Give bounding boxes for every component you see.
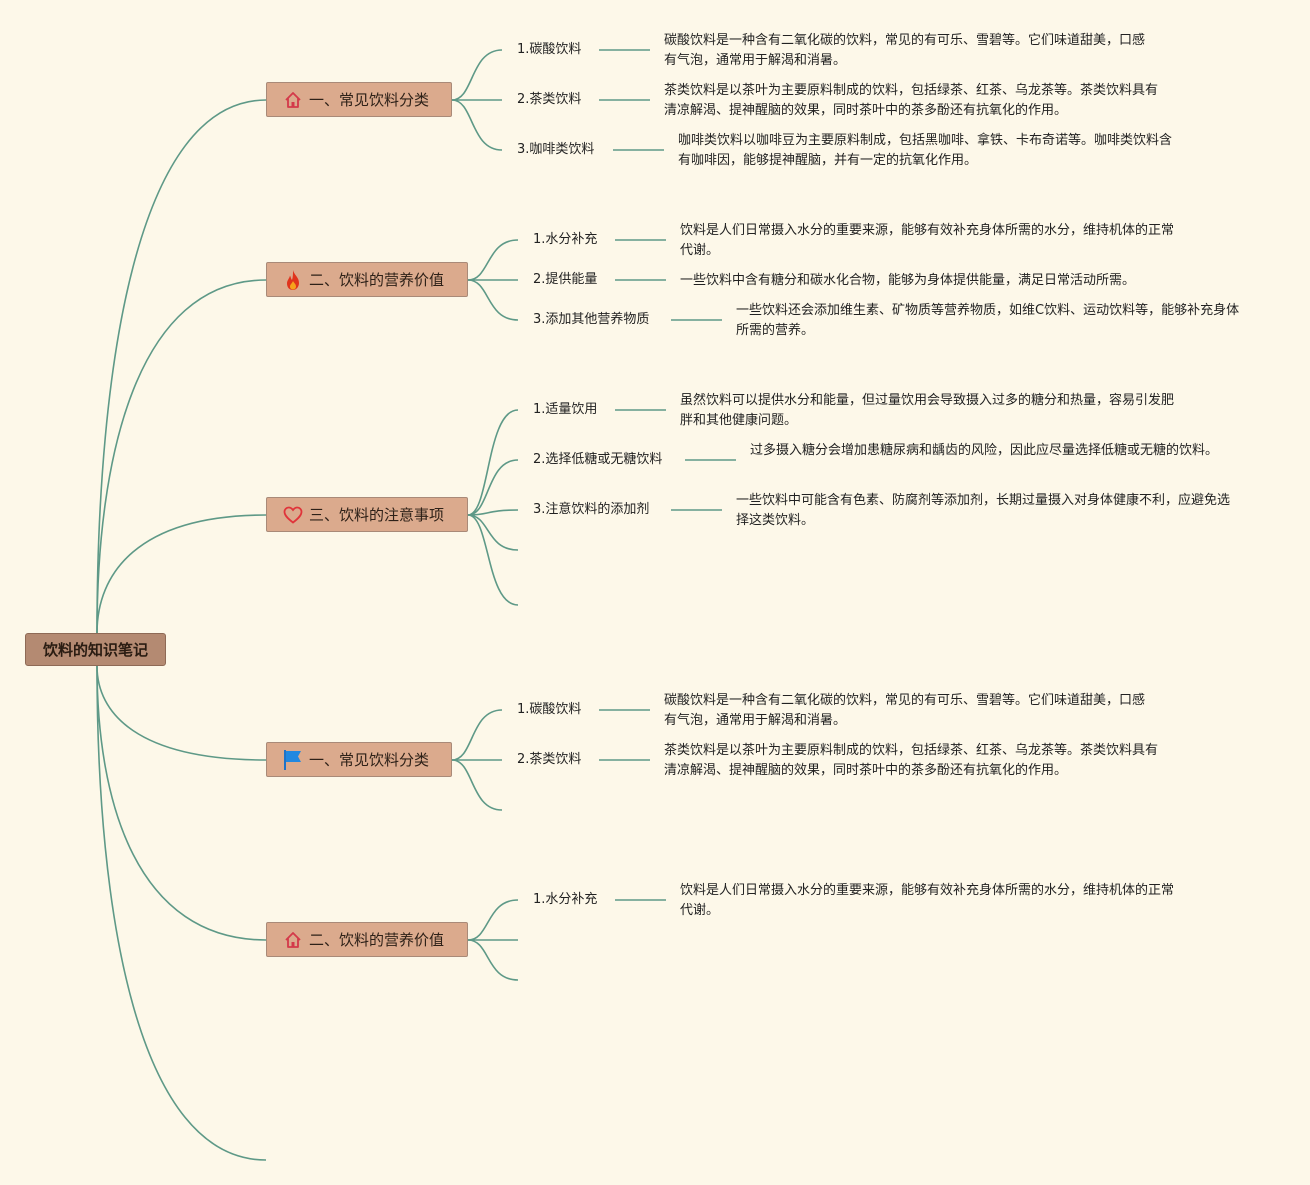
note-1-3: 咖啡类饮料以咖啡豆为主要原料制成，包括黑咖啡、拿铁、卡布奇诺等。咖啡类饮料含有咖… — [678, 133, 1173, 168]
flag-icon — [283, 749, 305, 771]
branch-topic-2[interactable]: 二、饮料的营养价值 — [266, 262, 468, 297]
fire-icon — [283, 269, 305, 291]
root-connector-6 — [96, 665, 267, 1161]
subtopic-4-2[interactable]: 2.茶类饮料 — [517, 752, 582, 767]
heart-icon — [283, 504, 305, 526]
subtopic-5-1[interactable]: 1.水分补充 — [533, 892, 598, 907]
root-connector-4 — [96, 665, 267, 761]
note-3-1: 虽然饮料可以提供水分和能量，但过量饮用会导致摄入过多的糖分和热量，容易引发肥胖和… — [680, 393, 1175, 428]
branch-topic-label: 一、常见饮料分类 — [309, 91, 430, 109]
branch-topic-label: 一、常见饮料分类 — [309, 751, 430, 769]
branch-connector-4-1 — [451, 709, 503, 761]
note-2-3: 一些饮料还会添加维生素、矿物质等营养物质，如维C饮料、运动饮料等，能够补充身体所… — [736, 303, 1240, 338]
subtopic-1-3[interactable]: 3.咖啡类饮料 — [517, 142, 595, 157]
note-4-1: 碳酸饮料是一种含有二氧化碳的饮料，常见的有可乐、雪碧等。它们味道甜美，口感有气泡… — [664, 693, 1146, 728]
subtopic-2-3[interactable]: 3.添加其他营养物质 — [533, 312, 650, 327]
subtopic-2-2[interactable]: 2.提供能量 — [533, 272, 598, 287]
root-connector-2 — [96, 279, 267, 634]
branch-connector-5-1 — [467, 899, 519, 941]
branch-connector-1-3 — [451, 99, 503, 151]
root-connector-3 — [96, 514, 267, 634]
branch-connector-2-1 — [467, 239, 519, 281]
branch-topic-label: 二、饮料的营养价值 — [309, 271, 445, 289]
branch-connector-2-3 — [467, 279, 519, 321]
subtopic-1-2[interactable]: 2.茶类饮料 — [517, 92, 582, 107]
branch-connector-5-3 — [467, 939, 519, 981]
branch-topic-4[interactable]: 一、常见饮料分类 — [266, 742, 452, 777]
branch-topic-5[interactable]: 二、饮料的营养价值 — [266, 922, 468, 957]
branch-topic-3[interactable]: 三、饮料的注意事项 — [266, 497, 468, 532]
branch-connector-3-1 — [467, 409, 519, 516]
subtopic-2-1[interactable]: 1.水分补充 — [533, 232, 598, 247]
note-5-1: 饮料是人们日常摄入水分的重要来源，能够有效补充身体所需的水分，维持机体的正常代谢… — [680, 883, 1175, 918]
note-2-2: 一些饮料中含有糖分和碳水化合物，能够为身体提供能量，满足日常活动所需。 — [680, 273, 1136, 288]
branch-topic-label: 三、饮料的注意事项 — [309, 506, 445, 524]
note-1-1: 碳酸饮料是一种含有二氧化碳的饮料，常见的有可乐、雪碧等。它们味道甜美，口感有气泡… — [664, 33, 1146, 68]
subtopic-4-1[interactable]: 1.碳酸饮料 — [517, 702, 582, 717]
root-topic[interactable]: 饮料的知识笔记 — [25, 633, 166, 666]
note-1-2: 茶类饮料是以茶叶为主要原料制成的饮料，包括绿茶、红茶、乌龙茶等。茶类饮料具有清凉… — [664, 83, 1159, 118]
branch-connector-3-2 — [467, 459, 519, 516]
branch-connector-3-5 — [467, 514, 519, 606]
subtopic-3-2[interactable]: 2.选择低糖或无糖饮料 — [533, 452, 663, 467]
subtopic-3-1[interactable]: 1.适量饮用 — [533, 402, 598, 417]
branch-topic-1[interactable]: 一、常见饮料分类 — [266, 82, 452, 117]
note-3-2: 过多摄入糖分会增加患糖尿病和龋齿的风险，因此应尽量选择低糖或无糖的饮料。 — [750, 443, 1219, 458]
home-icon — [283, 929, 305, 951]
branch-connector-3-4 — [467, 514, 519, 551]
note-2-1: 饮料是人们日常摄入水分的重要来源，能够有效补充身体所需的水分，维持机体的正常代谢… — [680, 223, 1175, 258]
note-3-3: 一些饮料中可能含有色素、防腐剂等添加剂，长期过量摄入对身体健康不利，应避免选择这… — [736, 493, 1231, 528]
home-icon — [283, 89, 305, 111]
root-connector-1 — [96, 99, 267, 634]
branch-connector-4-3 — [451, 759, 503, 811]
subtopic-3-3[interactable]: 3.注意饮料的添加剂 — [533, 502, 650, 517]
branch-connector-1-1 — [451, 49, 503, 101]
branch-topic-label: 二、饮料的营养价值 — [309, 931, 445, 949]
root-topic-label: 饮料的知识笔记 — [42, 641, 148, 659]
root-connector-5 — [96, 665, 267, 941]
note-4-2: 茶类饮料是以茶叶为主要原料制成的饮料，包括绿茶、红茶、乌龙茶等。茶类饮料具有清凉… — [664, 743, 1159, 778]
subtopic-1-1[interactable]: 1.碳酸饮料 — [517, 42, 582, 57]
